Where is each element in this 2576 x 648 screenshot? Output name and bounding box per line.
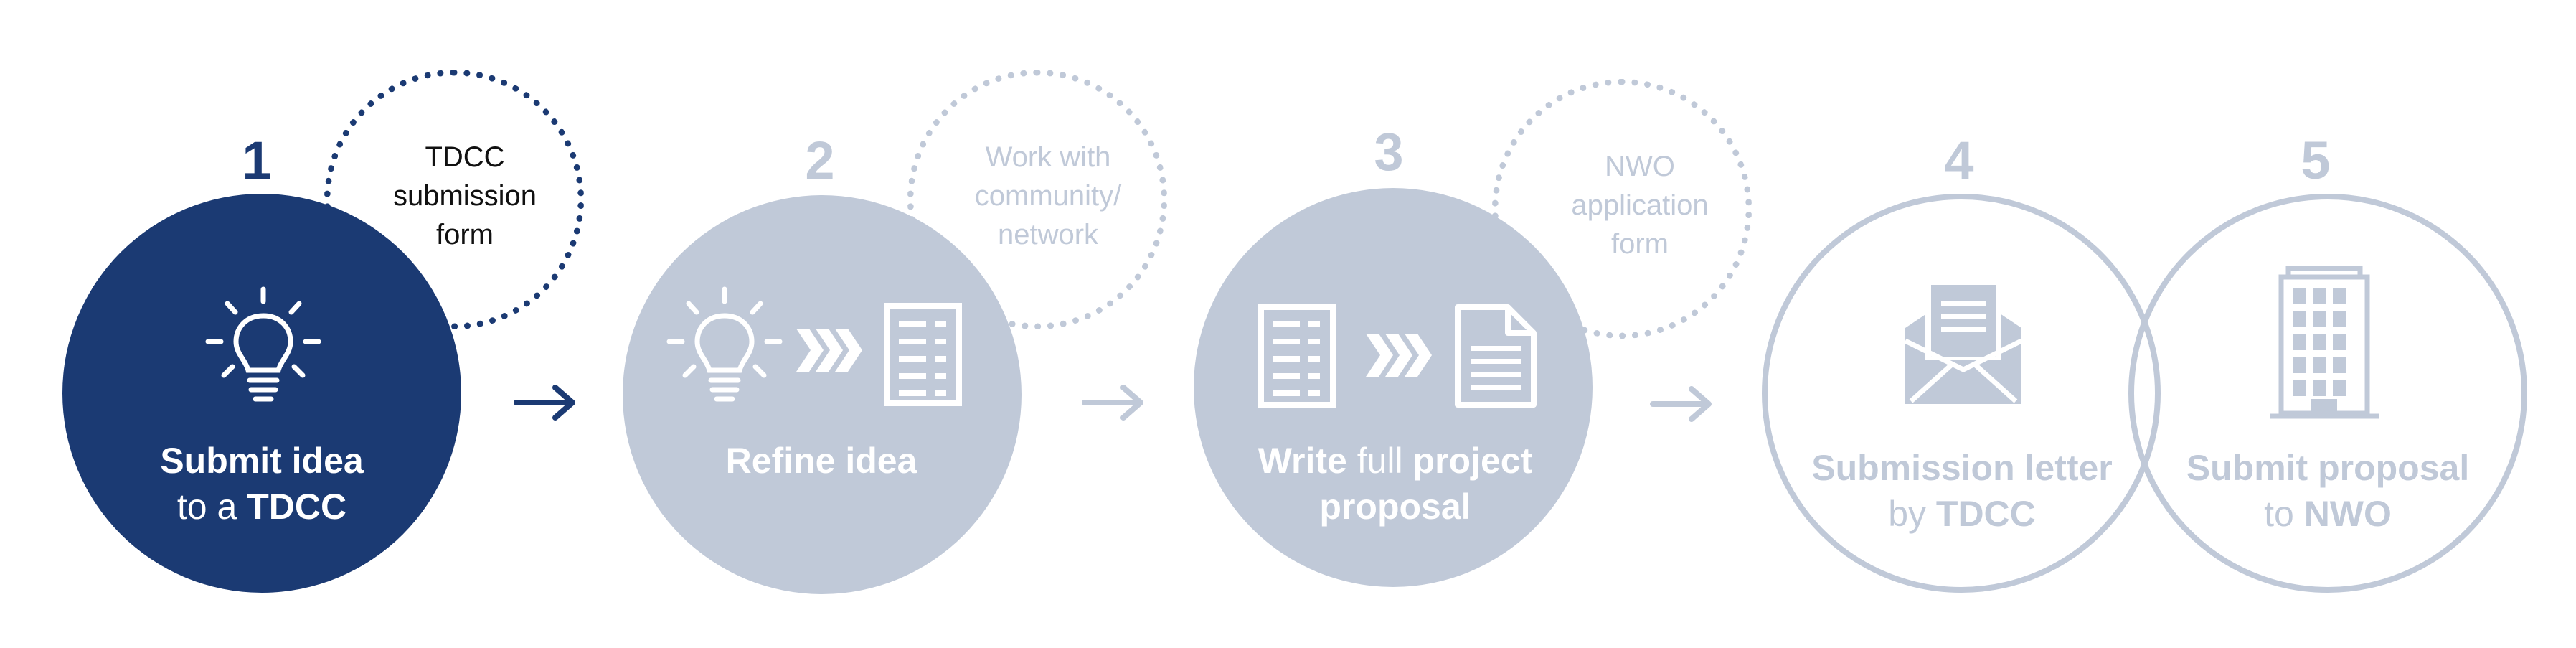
step-2-label-line1: Refine idea (725, 441, 917, 481)
step-4-label-line1: Submission letter (1811, 448, 2113, 488)
side-note-line: Work with (985, 141, 1111, 173)
step-2-label: Refine idea (646, 438, 997, 484)
step-2-circle (623, 195, 1022, 594)
lightbulb-icon (205, 286, 321, 402)
step-4-number: 4 (1944, 131, 1974, 190)
form-to-document-icon (1258, 304, 1537, 408)
side-note-line: NWO (1605, 151, 1675, 182)
envelope-letter-icon (1904, 281, 2023, 404)
step-3-number: 3 (1374, 122, 1404, 182)
side-note-line: submission (392, 180, 537, 212)
side-note-line: TDCC (425, 141, 505, 173)
step-3-label: Write full project proposal (1212, 438, 1578, 530)
side-note-line: application (1571, 189, 1709, 221)
step-5-label-line2-regular: to (2264, 494, 2304, 534)
lightbulb-to-form-icon (666, 286, 962, 406)
side-note-line: network (997, 219, 1099, 250)
step-1-circle (62, 194, 461, 593)
step-5-number: 5 (2301, 131, 2331, 190)
step-5-label-line2-bold: NWO (2303, 494, 2392, 534)
step-3-label-line2: proposal (1319, 487, 1471, 527)
step-1-label-line2-bold: TDCC (247, 487, 347, 527)
arrow-right-icon (1082, 385, 1143, 421)
side-note-line: form (435, 219, 494, 250)
step-1-label-line2-regular: to a (176, 487, 247, 527)
building-icon (2270, 266, 2379, 419)
step-4-label-line2-bold: TDCC (1935, 494, 2036, 534)
step-3-label-line1-regular: full (1346, 441, 1413, 481)
step-5-circle (2128, 194, 2527, 593)
step-3-label-line1-bold: Write (1258, 441, 1347, 481)
step-5-label-line1: Submit proposal (2186, 448, 2470, 488)
step-4-label: Submission letter by TDCC (1779, 445, 2145, 537)
arrow-right-icon (1650, 386, 1712, 422)
step-2-number: 2 (805, 131, 835, 190)
step-5-label: Submit proposal to NWO (2145, 445, 2511, 537)
arrow-right-icon (514, 385, 575, 421)
step-4-label-line2-regular: by (1888, 494, 1936, 534)
side-note-line: form (1611, 228, 1669, 260)
side-note-line: community/ (974, 180, 1122, 212)
step-1-label-line1: Submit idea (160, 441, 364, 481)
step-3-label-line1-bold2: project (1412, 441, 1533, 481)
step-1-number: 1 (242, 131, 272, 190)
step-1-label: Submit idea to a TDCC (86, 438, 438, 530)
